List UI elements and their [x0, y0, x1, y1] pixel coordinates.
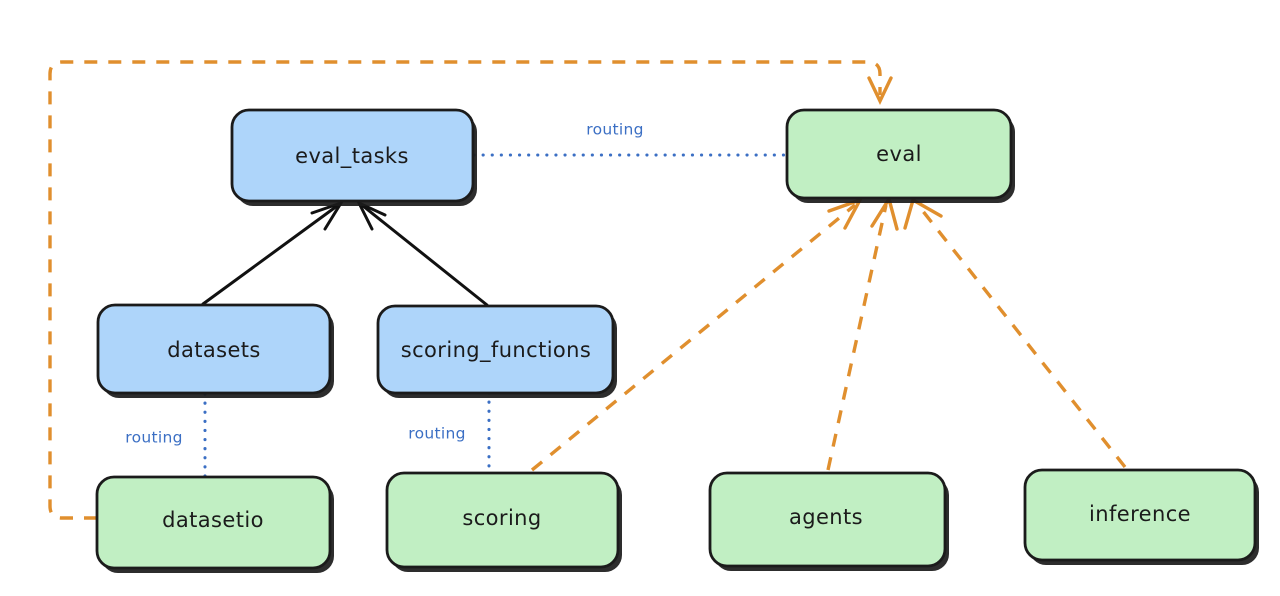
node-datasetio-body — [95, 475, 332, 570]
node-eval-label: eval — [876, 142, 922, 166]
edge-label-layer: routing routing routing — [125, 121, 644, 447]
node-eval-body — [785, 108, 1013, 200]
edge-datasets-eval-tasks[interactable] — [201, 200, 345, 306]
node-eval-tasks-label: eval_tasks — [295, 144, 409, 169]
node-eval[interactable]: eval — [785, 108, 1015, 203]
edge-datasetio-eval-arrowhead — [867, 76, 893, 105]
node-datasetio[interactable]: datasetio — [95, 475, 334, 573]
edge-label-routing-scoring-functions-scoring: routing — [408, 425, 466, 443]
node-inference-label: inference — [1089, 502, 1191, 526]
edge-datasets-eval-tasks-path — [201, 204, 339, 306]
edge-datasetio-eval[interactable] — [48, 60, 893, 520]
node-eval-tasks[interactable]: eval_tasks — [230, 108, 477, 206]
edge-label-routing-eval-tasks-eval: routing — [586, 121, 644, 139]
node-agents[interactable]: agents — [708, 471, 949, 571]
node-inference[interactable]: inference — [1023, 468, 1259, 565]
node-scoring-body — [385, 471, 620, 569]
node-scoring-functions-label: scoring_functions — [401, 338, 591, 363]
node-scoring[interactable]: scoring — [385, 471, 622, 572]
edge-datasetio-eval-path — [48, 60, 882, 520]
node-agents-label: agents — [789, 505, 863, 529]
edge-agents-eval-path — [826, 204, 888, 471]
node-inference-body — [1023, 468, 1257, 562]
node-eval-tasks-body — [230, 108, 475, 203]
edge-scoring-eval-path — [530, 203, 857, 472]
node-scoring-functions[interactable]: scoring_functions — [376, 304, 617, 398]
node-scoring-functions-body — [376, 304, 615, 395]
edge-inference-eval[interactable] — [903, 197, 1127, 469]
node-datasets-body — [96, 303, 332, 395]
edge-agents-eval-arrowhead — [870, 194, 899, 231]
node-datasets[interactable]: datasets — [96, 303, 334, 398]
edge-scoring-functions-eval-tasks-path — [361, 204, 489, 307]
node-agents-body — [708, 471, 947, 568]
node-layer: eval_tasks eval datasets scoring_functio… — [95, 108, 1259, 573]
node-datasetio-label: datasetio — [162, 508, 264, 532]
node-scoring-label: scoring — [462, 506, 541, 530]
edge-scoring-functions-eval-tasks[interactable] — [355, 199, 489, 307]
edge-agents-eval[interactable] — [826, 194, 899, 471]
edge-inference-eval-path — [916, 203, 1127, 469]
edge-label-routing-datasets-datasetio: routing — [125, 429, 183, 447]
node-datasets-label: datasets — [167, 338, 261, 362]
